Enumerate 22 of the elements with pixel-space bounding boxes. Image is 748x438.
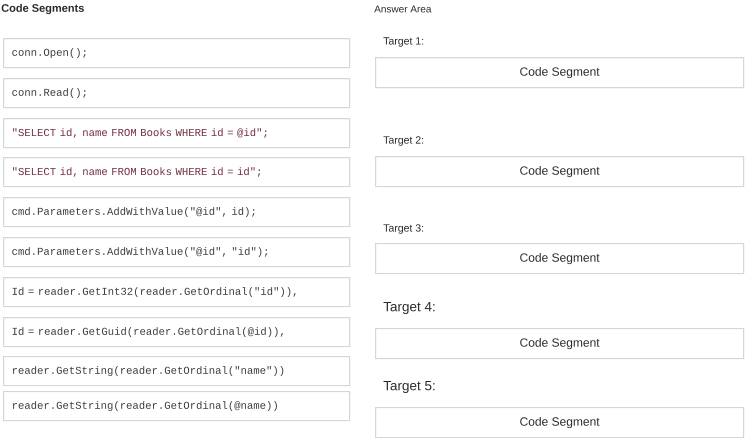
- code-segment-box: "SELECT id, name FROM Books WHERE id = id";: [3, 157, 350, 188]
- code-segment-box: cmd.Parameters.AddWithValue("@id", "id");: [3, 237, 350, 268]
- code-segment-box: reader.GetString(reader.GetOrdinal(@name)): [3, 390, 350, 422]
- answer-box: Code Segment: [375, 156, 744, 188]
- target-label: Target 3:: [383, 224, 424, 234]
- code-segment-box: Id = reader.GetInt32(reader.GetOrdinal("id")),: [3, 276, 350, 308]
- answer-box: Code Segment: [375, 328, 744, 360]
- code-segment-box: reader.GetString(reader.GetOrdinal("name")): [3, 356, 350, 386]
- code-segment-box: conn.Open();: [3, 38, 350, 68]
- panel-heading: Code Segments: [2, 4, 84, 14]
- target-label: Target 1:: [383, 37, 424, 47]
- answer-box: Code Segment: [375, 406, 744, 438]
- target-label: Target 4:: [384, 302, 434, 314]
- panel-heading: Answer Area: [374, 6, 432, 12]
- answer-box: Code Segment: [375, 57, 744, 88]
- code-segment-box: Id = reader.GetGuid(reader.GetOrdinal(@id)),: [3, 316, 350, 348]
- target-label: Target 2:: [383, 136, 424, 146]
- code-segment-box: cmd.Parameters.AddWithValue("@id", id);: [3, 197, 350, 228]
- answer-box: Code Segment: [375, 242, 744, 274]
- code-segment-box: "SELECT id, name FROM Books WHERE id = @id";: [3, 118, 350, 148]
- target-label: Target 5:: [384, 380, 434, 394]
- code-segment-box: conn.Read();: [3, 78, 350, 108]
